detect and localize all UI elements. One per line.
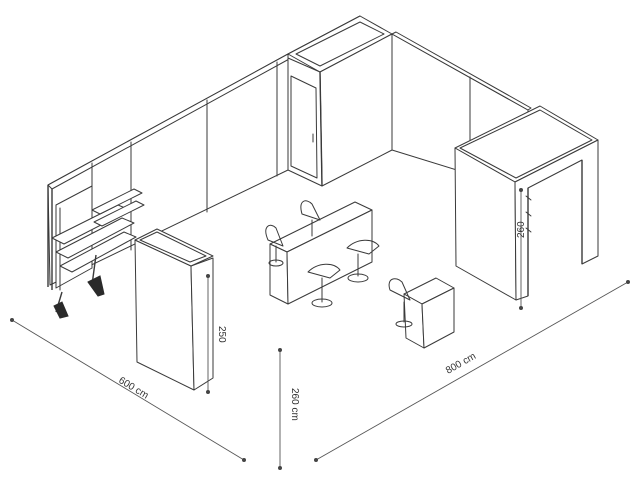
stool-front-1 [307, 263, 341, 279]
front-partition [134, 228, 214, 391]
back-stools [265, 200, 321, 267]
shelf-foot-2 [53, 301, 69, 319]
shelving-unit [51, 185, 145, 319]
storage-door [290, 75, 318, 179]
stool-back-1 [265, 224, 284, 247]
bar-counter [269, 201, 373, 305]
stool-back-2 [300, 200, 321, 221]
dimension-partition: 250 [206, 274, 227, 394]
shelf-3 [59, 231, 137, 273]
front-stools [307, 239, 380, 308]
stool-front-2 [346, 239, 380, 255]
shelf-foot [87, 275, 105, 297]
dimension-height: 260 cm [278, 348, 300, 470]
info-desk [388, 277, 455, 349]
dimension-depth: 800 cm [314, 280, 630, 462]
cabin-hinges [525, 195, 532, 233]
height-label: 260 cm [289, 388, 300, 421]
shelf-4 [91, 188, 143, 215]
right-cabin [454, 105, 599, 301]
cabin-height-label: 260 [516, 221, 527, 238]
storage-room [287, 15, 393, 187]
width-label: 600 cm [116, 375, 150, 401]
partition-height-label: 250 [216, 326, 227, 343]
desk-chair [388, 278, 411, 301]
shelf-2 [55, 217, 135, 259]
depth-label: 800 cm [444, 351, 478, 377]
dimension-cabin: 260 [516, 188, 527, 310]
shelf-5 [93, 200, 145, 227]
